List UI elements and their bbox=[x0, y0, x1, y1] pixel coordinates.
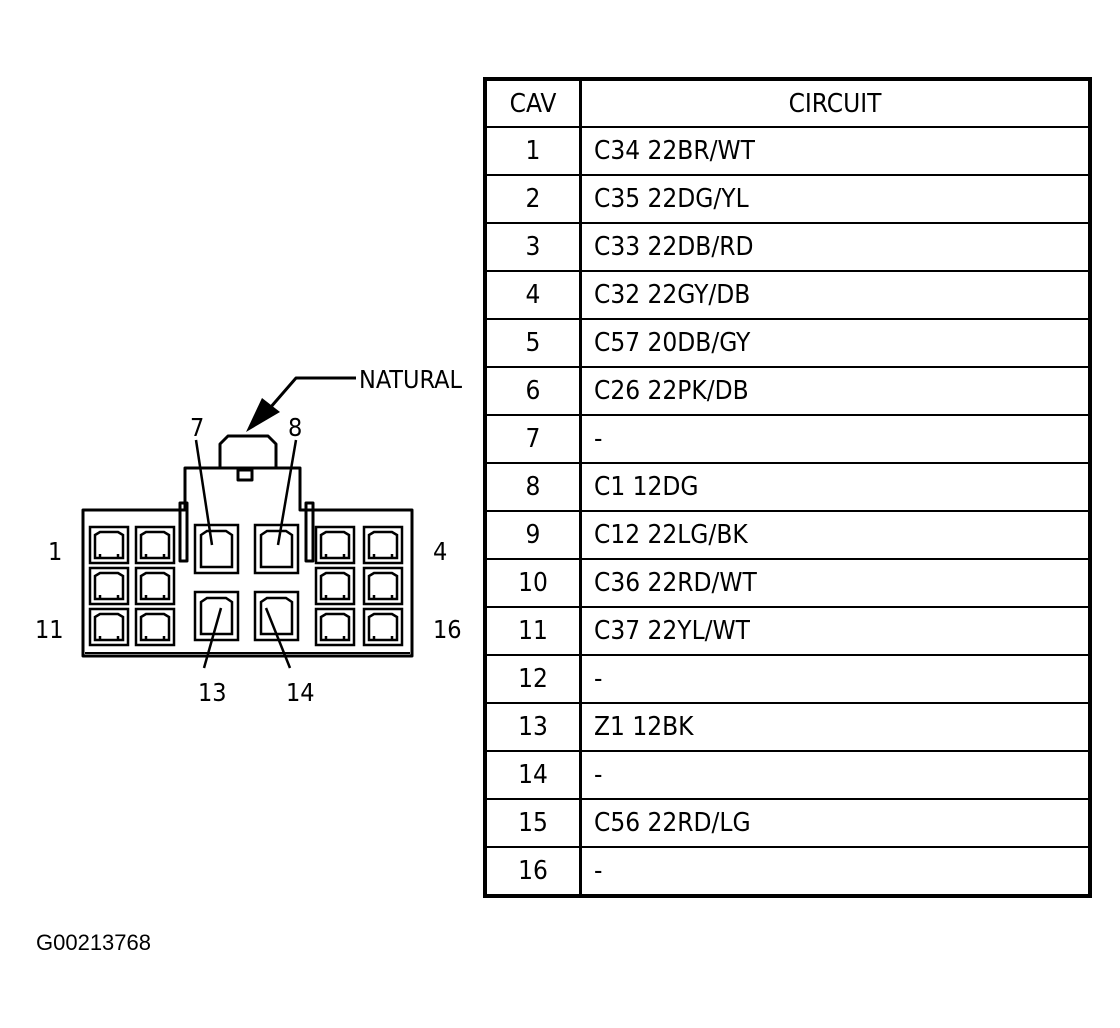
circuit-header: CIRCUIT bbox=[579, 78, 1091, 128]
cav-cell: 11 bbox=[484, 606, 582, 656]
circuit-cell: C34 22BR/WT bbox=[579, 126, 1091, 176]
circuit-cell: C37 22YL/WT bbox=[579, 606, 1091, 656]
small-cavity bbox=[134, 566, 176, 606]
small-cavity bbox=[314, 525, 356, 565]
cav-cell: 16 bbox=[484, 846, 582, 897]
table-row: 14- bbox=[484, 750, 1091, 800]
cavity-7 bbox=[193, 523, 240, 575]
left-rib bbox=[178, 501, 189, 563]
circuit-cell: - bbox=[579, 846, 1091, 897]
cav-cell: 15 bbox=[484, 798, 582, 848]
small-cavity bbox=[134, 607, 176, 647]
cav-cell: 12 bbox=[484, 654, 582, 704]
small-cavity bbox=[362, 566, 404, 606]
cav-cell: 1 bbox=[484, 126, 582, 176]
pin-label-14: 14 bbox=[286, 678, 315, 707]
small-cavity bbox=[362, 525, 404, 565]
leader-14 bbox=[264, 607, 292, 669]
cav-cell: 5 bbox=[484, 318, 582, 368]
circuit-cell: C35 22DG/YL bbox=[579, 174, 1091, 224]
right-rib bbox=[304, 501, 315, 563]
circuit-cell: C36 22RD/WT bbox=[579, 558, 1091, 608]
cavity-13 bbox=[193, 590, 240, 642]
small-cavity bbox=[88, 566, 130, 606]
cav-cell: 9 bbox=[484, 510, 582, 560]
table-row: 12- bbox=[484, 654, 1091, 704]
circuit-cell: C12 22LG/BK bbox=[579, 510, 1091, 560]
natural-leader-line bbox=[268, 376, 356, 409]
cavity-8 bbox=[253, 523, 300, 575]
small-cavity bbox=[362, 607, 404, 647]
leader-7 bbox=[194, 439, 214, 546]
circuit-cell: C56 22RD/LG bbox=[579, 798, 1091, 848]
cav-cell: 2 bbox=[484, 174, 582, 224]
small-cavity bbox=[88, 607, 130, 647]
pin-label-4: 4 bbox=[433, 537, 447, 566]
pin-label-11: 11 bbox=[35, 615, 64, 644]
table-header-row: CAV CIRCUIT bbox=[484, 78, 1091, 128]
small-cavity bbox=[314, 566, 356, 606]
circuit-cell: C33 22DB/RD bbox=[579, 222, 1091, 272]
circuit-cell: C26 22PK/DB bbox=[579, 366, 1091, 416]
small-cavity bbox=[134, 525, 176, 565]
small-cavity bbox=[314, 607, 356, 647]
cav-header: CAV bbox=[484, 78, 582, 128]
lock-tab bbox=[218, 434, 278, 468]
leader-8 bbox=[276, 439, 298, 546]
circuit-cell: C1 12DG bbox=[579, 462, 1091, 512]
figure-id: G00213768 bbox=[36, 930, 151, 955]
leader-13 bbox=[202, 607, 223, 669]
cav-cell: 14 bbox=[484, 750, 582, 800]
small-cavity bbox=[88, 525, 130, 565]
pin-label-16: 16 bbox=[433, 615, 462, 644]
circuit-cell: - bbox=[579, 654, 1091, 704]
cavity-grid bbox=[88, 523, 404, 647]
pin-label-1: 1 bbox=[48, 537, 62, 566]
cav-cell: 8 bbox=[484, 462, 582, 512]
circuit-cell: C32 22GY/DB bbox=[579, 270, 1091, 320]
cav-cell: 7 bbox=[484, 414, 582, 464]
circuit-cell: - bbox=[579, 750, 1091, 800]
color-label: NATURAL bbox=[359, 365, 462, 394]
connector-face-diagram: NATURAL 1 4 11 16 7 8 13 14 bbox=[35, 365, 462, 707]
cav-cell: 6 bbox=[484, 366, 582, 416]
table-row: 7- bbox=[484, 414, 1091, 464]
table-row: 16- bbox=[484, 846, 1091, 897]
cav-cell: 10 bbox=[484, 558, 582, 608]
pin-label-13: 13 bbox=[198, 678, 227, 707]
circuit-cell: C57 20DB/GY bbox=[579, 318, 1091, 368]
connector-body-outline bbox=[81, 466, 414, 658]
cav-cell: 4 bbox=[484, 270, 582, 320]
circuit-cell: - bbox=[579, 414, 1091, 464]
circuit-cell: Z1 12BK bbox=[579, 702, 1091, 752]
cav-cell: 13 bbox=[484, 702, 582, 752]
pin-label-7: 7 bbox=[190, 413, 204, 442]
pin-label-8: 8 bbox=[288, 413, 302, 442]
cavity-14 bbox=[253, 590, 300, 642]
natural-arrow-head bbox=[246, 398, 280, 432]
cav-cell: 3 bbox=[484, 222, 582, 272]
